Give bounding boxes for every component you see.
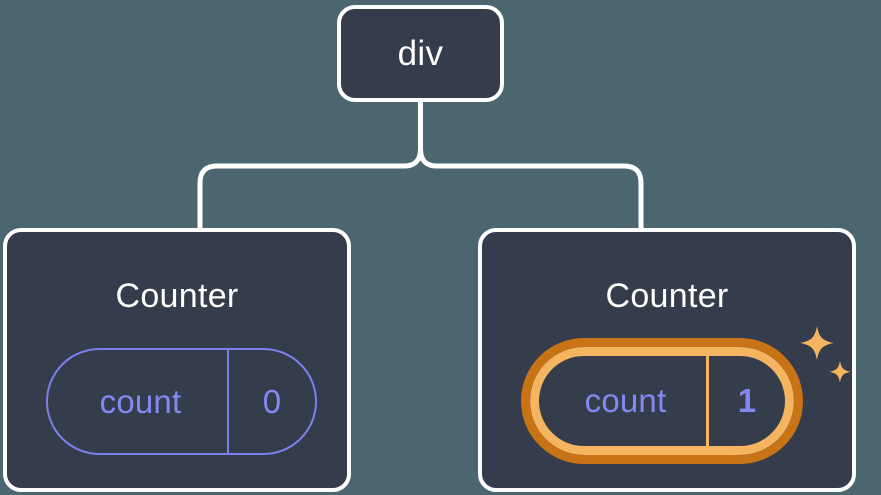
state-pill-divider-left: [227, 350, 229, 453]
state-key-left: count: [99, 382, 182, 420]
state-value-right: 1: [737, 382, 757, 419]
state-value-left: 0: [262, 382, 282, 420]
state-pill-count-left[interactable]: count 0: [46, 348, 317, 455]
node-div-label: div: [397, 34, 444, 73]
state-pill-divider-right: [706, 356, 709, 446]
node-counter-right[interactable]: Counter count 1: [478, 228, 856, 492]
node-counter-left[interactable]: Counter count 0: [3, 228, 351, 492]
node-counter-left-label: Counter: [115, 277, 239, 315]
state-key-right: count: [584, 382, 667, 419]
node-div[interactable]: div: [337, 5, 504, 102]
state-pill-count-right[interactable]: count 1: [521, 338, 803, 464]
sparkles-icon: [800, 326, 851, 383]
node-counter-right-label: Counter: [605, 277, 729, 315]
state-pill-inner-ring: count 1: [530, 347, 794, 455]
